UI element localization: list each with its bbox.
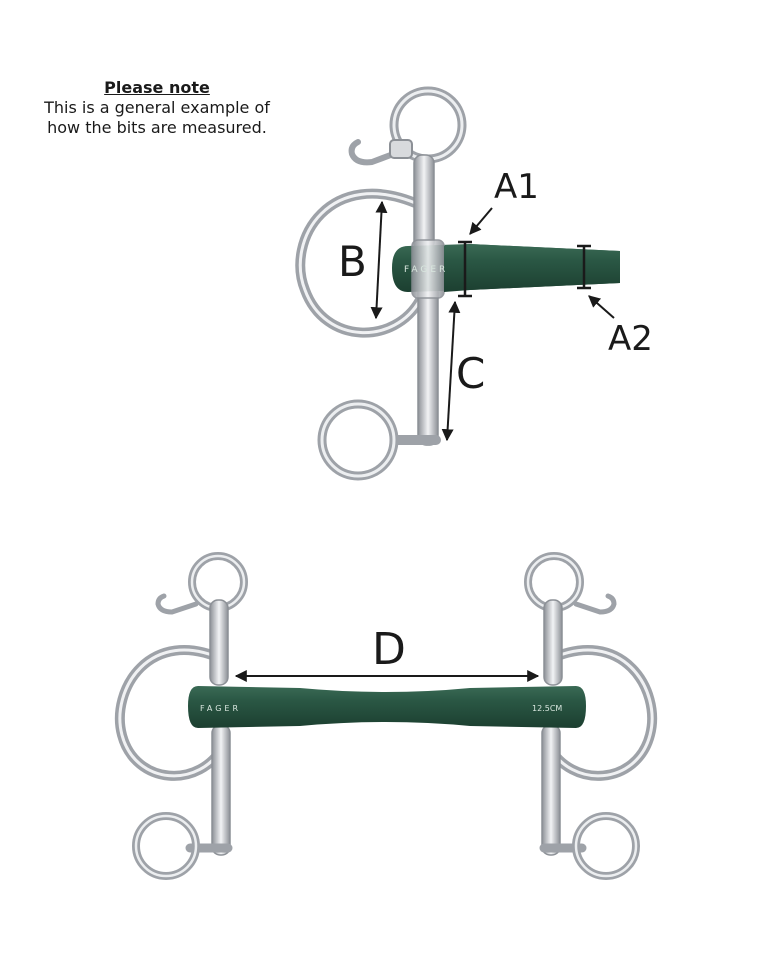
a1-marker: A1 (458, 167, 539, 298)
upper-shank (413, 154, 435, 251)
mouthpiece-bar (188, 686, 586, 728)
label-a2: A2 (608, 319, 653, 359)
left-cheek (114, 552, 248, 880)
measurement-note: Please note This is a general example of… (22, 78, 292, 138)
label-c: C (456, 349, 485, 398)
full-bit: FAGER 12.5CM (114, 552, 658, 880)
b-marker: B (338, 200, 388, 320)
lower-shank (417, 284, 439, 446)
size-engraving: 12.5CM (532, 704, 562, 713)
right-cheek (524, 552, 658, 880)
a2-marker: A2 (577, 244, 653, 359)
d-marker: D (234, 624, 540, 682)
right-curb-hook-icon (573, 593, 617, 615)
note-title: Please note (104, 78, 210, 97)
label-b: B (338, 237, 367, 286)
cheek-detail: FAGER (295, 86, 620, 481)
label-d: D (372, 624, 406, 675)
brand-engraving-bottom: FAGER (200, 704, 241, 713)
curb-hook-icon (348, 139, 407, 166)
c-marker: C (441, 300, 485, 442)
note-line-1: This is a general example of (44, 98, 270, 117)
note-line-2: how the bits are measured. (47, 118, 267, 137)
brand-engraving-top: FAGER (404, 265, 448, 275)
label-a1: A1 (494, 167, 539, 207)
left-curb-hook-icon (155, 593, 199, 615)
